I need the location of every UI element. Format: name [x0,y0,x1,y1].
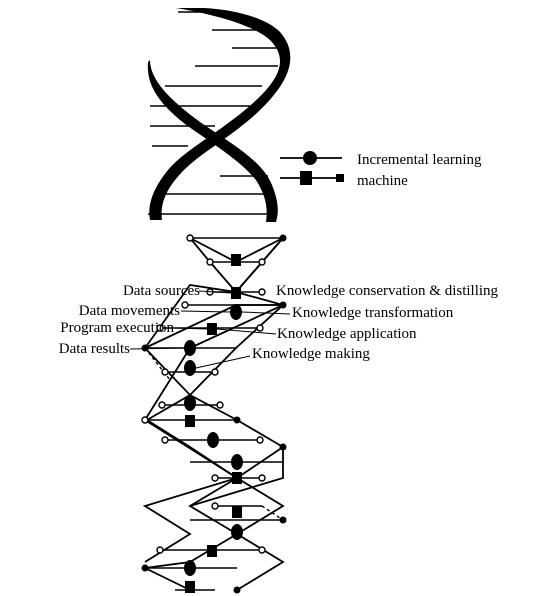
label-data-sources: Data sources [122,283,200,299]
label-knowledge-conservation: Knowledge conservation & distilling [276,283,499,299]
circle-nodes [184,304,243,576]
helix-strands [147,8,291,222]
legend-title: Incremental learning machine [357,152,482,189]
square-node-icon [280,171,344,185]
label-program-execution: Program execution [60,320,174,336]
label-pointers [129,290,291,369]
solid-joint-nodes [141,234,287,594]
label-data-movements: Data movements [78,303,180,319]
label-knowledge-making: Knowledge making [252,346,370,362]
open-joint-nodes [141,234,266,554]
circle-node-icon [280,151,342,165]
label-knowledge-transformation: Knowledge transformation [292,305,454,321]
square-nodes [185,254,242,593]
label-knowledge-application: Knowledge application [277,326,417,342]
dashed-strand-segments [144,347,284,521]
label-data-results: Data results [58,341,130,357]
